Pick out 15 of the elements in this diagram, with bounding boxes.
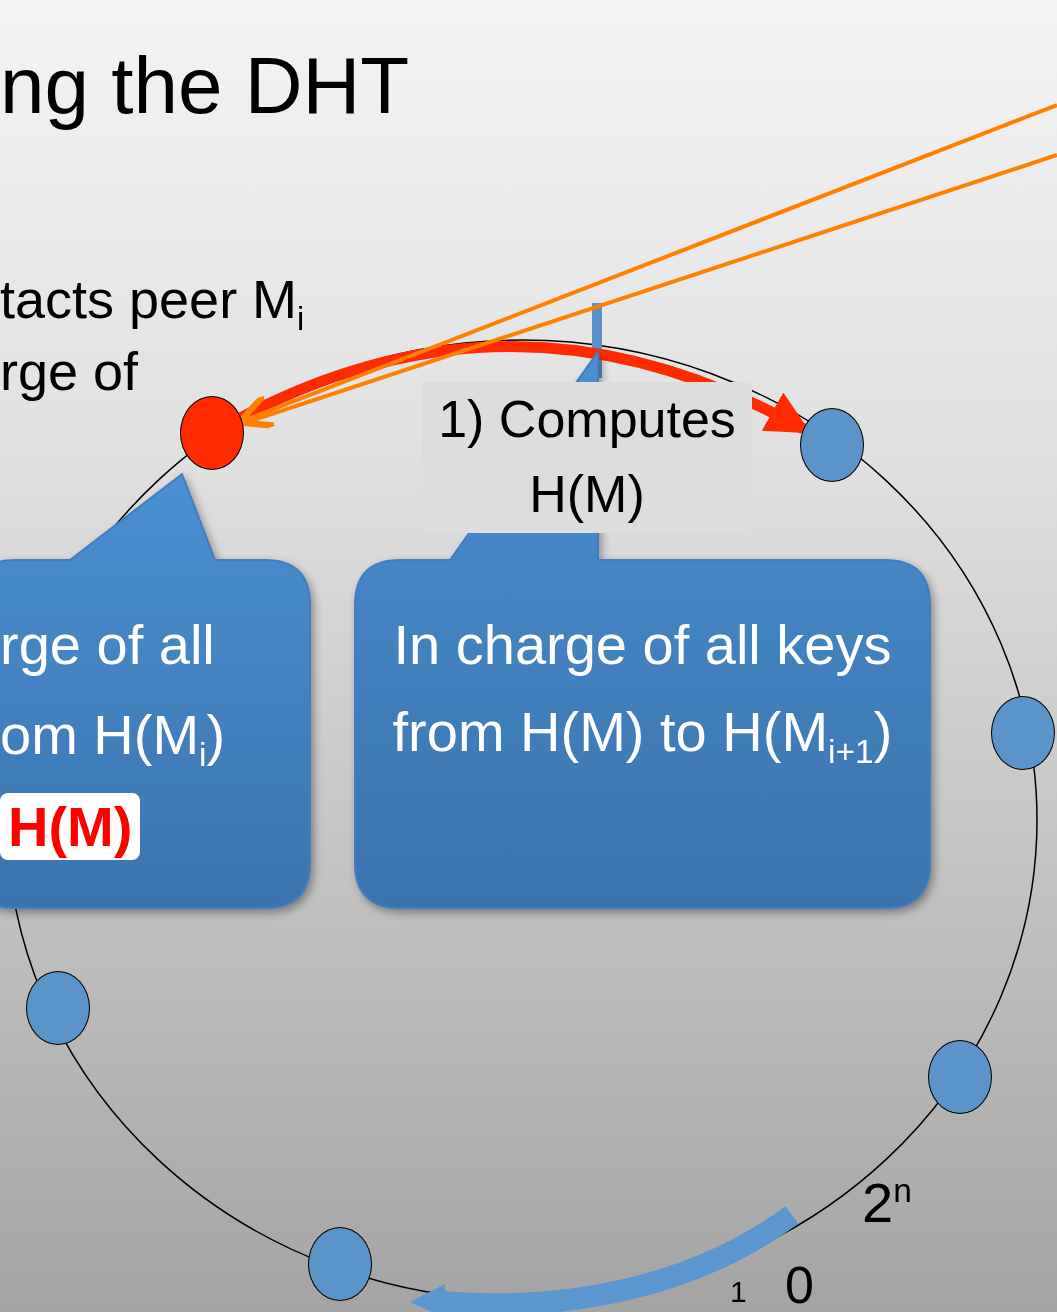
peer-node [928, 1040, 992, 1114]
callout-text: H(M) [0, 793, 141, 861]
ring-start-label: 0 [785, 1255, 814, 1312]
peer-node [180, 396, 244, 470]
ring-start-label: 1 [730, 1275, 747, 1309]
callout-text: In charge of all keys from H(M) to H(M$_{i+1}$) [391, 612, 894, 772]
step-text: 1) Computes H(M) [422, 382, 752, 533]
callout-bubble [0, 474, 310, 908]
ring-end-label: 2$^{n}$ [862, 1170, 912, 1235]
body-text: rge of [0, 340, 139, 402]
callout-bubble [355, 352, 930, 908]
slide-title: ng the DHT [0, 40, 410, 132]
callout-text: om H(M$_{i}$) [0, 701, 227, 775]
callout-text: rge of all [0, 612, 216, 678]
body-text: tacts peer M$_{i}$ [0, 268, 305, 330]
